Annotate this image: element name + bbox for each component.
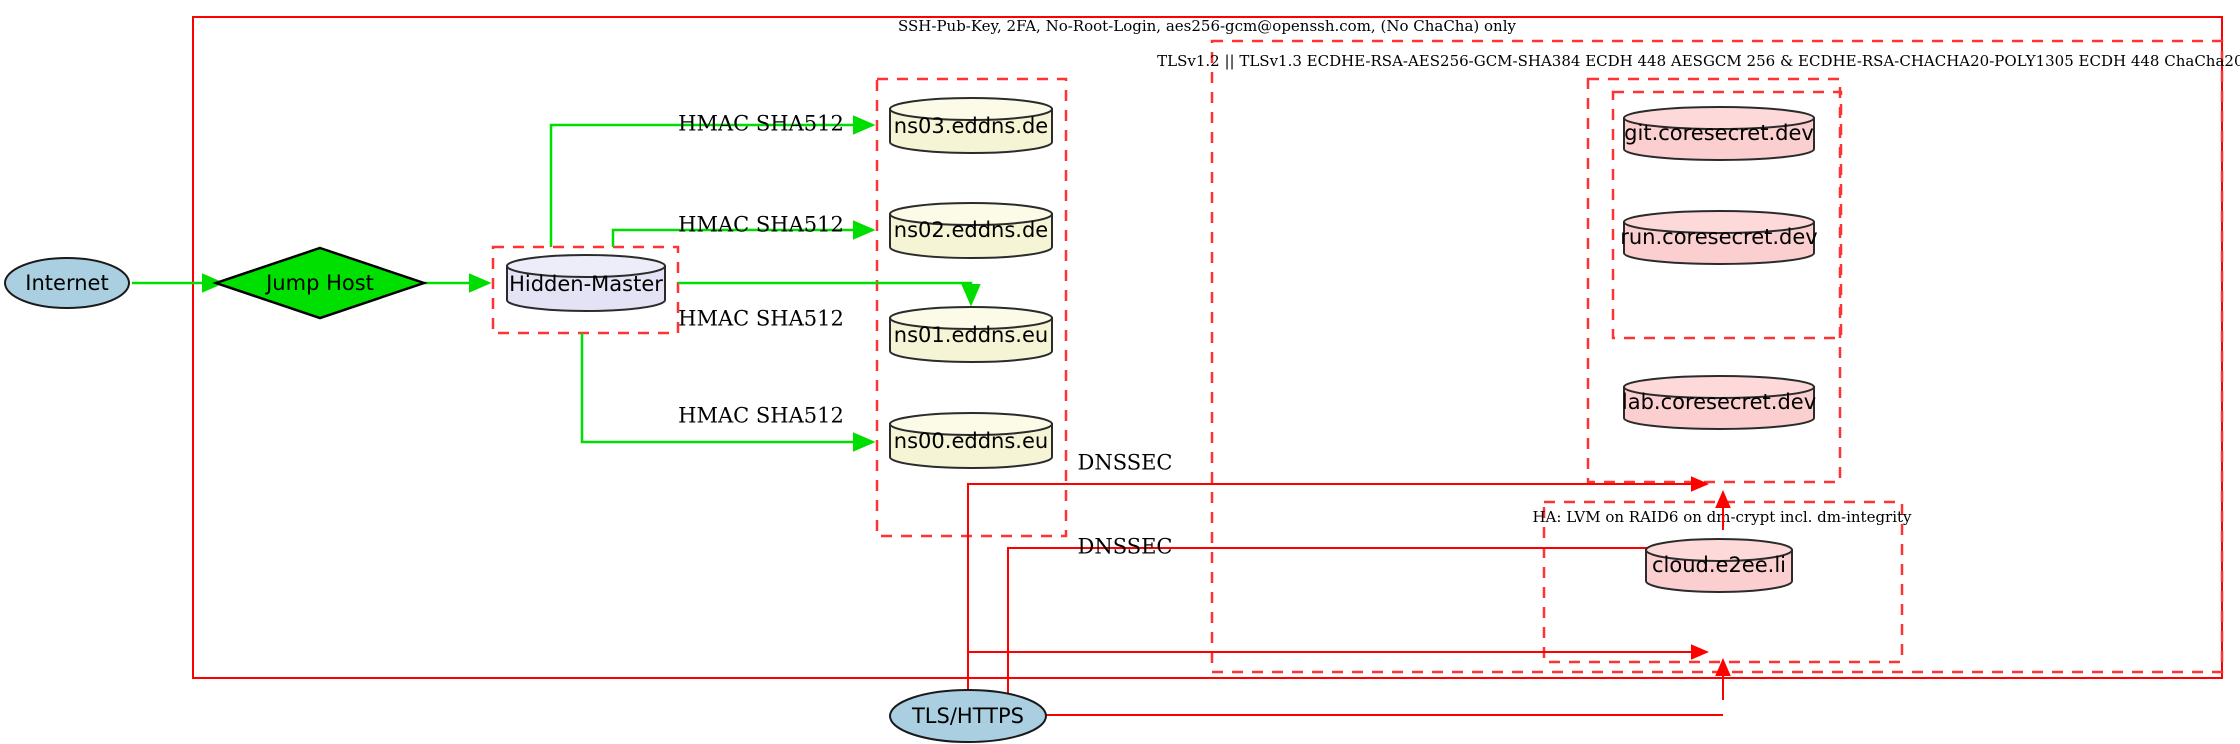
node-cloud-e2ee[interactable]: cloud.e2ee.li [1645,538,1793,593]
node-ns03[interactable]: ns03.eddns.de [889,97,1053,154]
node-internet[interactable]: Internet [4,257,130,309]
red-edge-group [967,476,1731,716]
run-top [1623,210,1815,234]
edge-label-hmac-ns00: HMAC SHA512 [678,404,844,428]
ns01-body [889,317,1053,363]
ns03-body [889,108,1053,154]
edge-tlshttps-to-coresecret [967,476,1709,715]
lab-top [1623,375,1815,399]
tls-policy-label: TLSv1.2 || TLSv1.3 ECDHE-RSA-AES256-GCM-… [1157,52,2240,70]
git-top [1623,106,1815,130]
edge-label-dnssec-lower: DNSSEC [1077,535,1172,559]
cluster-coresecret [1586,77,1843,484]
ssh-policy-boundary [192,16,2223,679]
ns00-top [889,412,1053,436]
hidden-master-boundary [491,245,680,335]
edge-label-hmac-ns02: HMAC SHA512 [678,213,844,237]
edge-hiddenmaster-to-ns02 [611,220,876,247]
cloud-top [1645,538,1793,562]
edge-hiddenmaster-to-ns01 [678,281,981,307]
edge-tlshttps-to-cloud-seg [1007,547,1723,715]
node-run-coresecret[interactable]: run.coresecret.dev [1620,210,1818,265]
ns00-body [889,423,1053,469]
node-ns00[interactable]: ns00.eddns.eu [889,412,1053,469]
node-lab-coresecret[interactable]: lab.coresecret.dev [1622,375,1816,430]
edge-hiddenmaster-to-ns00 [580,333,876,452]
node-ns01[interactable]: ns01.eddns.eu [889,306,1053,363]
cluster-hidden-master [491,245,680,335]
ns02-body [889,213,1053,259]
node-tls-https[interactable]: TLS/HTTPS [889,689,1047,743]
jump-host-shape [212,246,428,320]
dns-zone-boundary [875,77,1068,538]
ns02-top [889,202,1053,226]
hidden-master-top [506,254,666,278]
node-ns02[interactable]: ns02.eddns.de [889,202,1053,259]
edge-label-dnssec-upper: DNSSEC [1077,451,1172,475]
tls-https-shape [889,689,1047,743]
coresecret-outer-boundary [1586,77,1842,484]
hidden-master-body [506,265,666,312]
ns01-top [889,306,1053,330]
edge-label-hmac-ns01: HMAC SHA512 [678,307,844,331]
ns03-top [889,97,1053,121]
cluster-dns-zone [875,77,1068,538]
ssh-policy-label: SSH-Pub-Key, 2FA, No-Root-Login, aes256-… [898,17,1517,35]
cluster-ssh-policy: SSH-Pub-Key, 2FA, No-Root-Login, aes256-… [192,16,2223,679]
node-hidden-master[interactable]: Hidden-Master [506,254,666,312]
node-git-coresecret[interactable]: git.coresecret.dev [1623,106,1815,161]
edge-hiddenmaster-to-ns03 [549,115,876,247]
internet-shape [4,257,130,309]
coresecret-inner-boundary [1611,90,1843,340]
node-jump-host[interactable]: Jump Host [212,246,428,320]
green-edge-group [132,115,981,452]
edge-label-hmac-ns03: HMAC SHA512 [678,112,844,136]
